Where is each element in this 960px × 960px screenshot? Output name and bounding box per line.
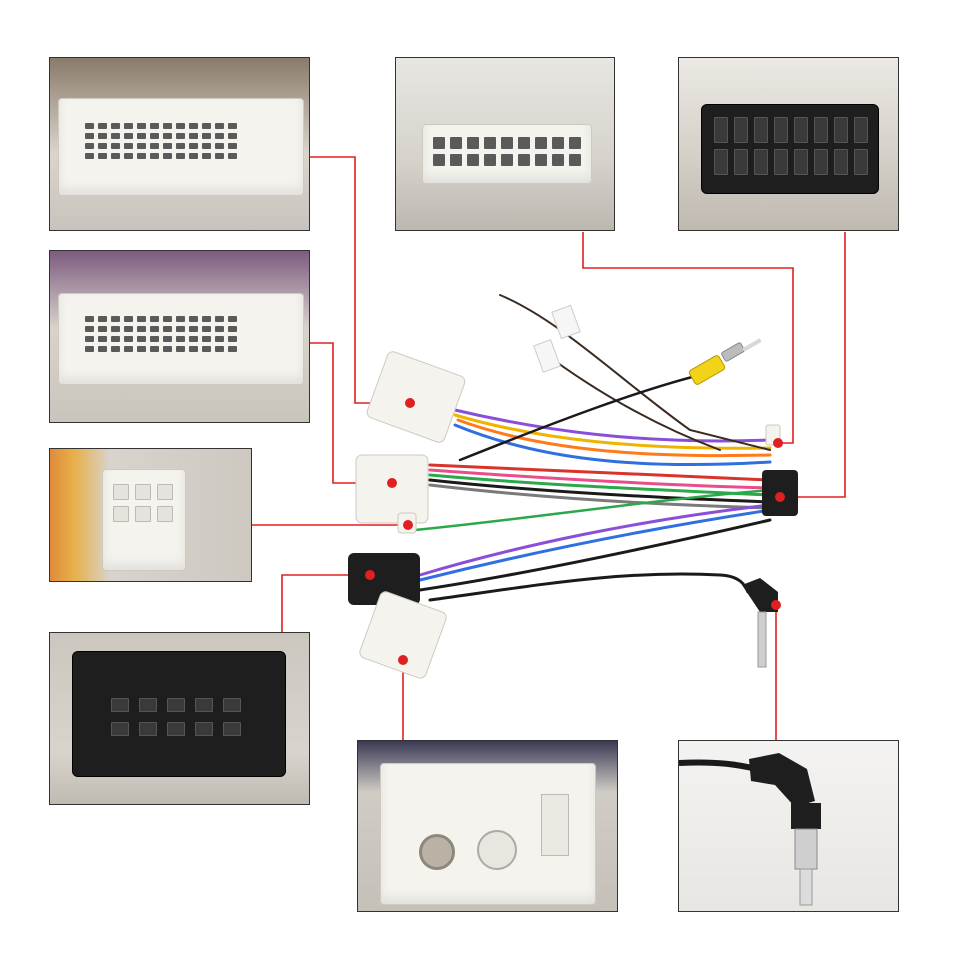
white-small-connector-icon bbox=[102, 469, 186, 571]
photo-white-24pin-connector-mid-left bbox=[49, 250, 310, 423]
black-rectangular-connector-icon bbox=[72, 651, 286, 777]
photo-black-10pin-connector-bottom-left bbox=[49, 632, 310, 805]
coax-socket-icon bbox=[419, 834, 455, 870]
harness-connectors bbox=[348, 351, 798, 679]
photo-black-16pin-connector-top-right bbox=[678, 57, 899, 231]
photo-white-20pin-connector-top-center bbox=[395, 57, 615, 231]
callout-line-top-center bbox=[582, 232, 794, 444]
callout-line-bottom-left bbox=[281, 574, 370, 632]
white-multi-pin-connector-icon bbox=[58, 98, 304, 196]
callout-dots bbox=[365, 398, 785, 665]
photo-white-antenna-adapter-bottom-center bbox=[357, 740, 618, 912]
photo-white-24pin-connector-top-left bbox=[49, 57, 310, 231]
wire-bundle bbox=[413, 294, 772, 602]
white-two-row-connector-icon bbox=[422, 124, 592, 184]
photo-antenna-plug-bottom-right bbox=[678, 740, 899, 912]
round-socket-icon bbox=[477, 830, 517, 870]
wire-tag bbox=[533, 339, 561, 373]
rca-plug bbox=[688, 338, 762, 385]
black-iso-connector-icon bbox=[701, 104, 879, 194]
callout-line-top-right bbox=[780, 232, 846, 498]
white-multi-pin-connector-icon bbox=[58, 293, 304, 385]
latch-slot-icon bbox=[541, 794, 569, 856]
right-angle-antenna-plug-icon bbox=[679, 753, 821, 906]
photo-white-6pin-connector-left bbox=[49, 448, 252, 582]
white-antenna-socket-icon bbox=[380, 763, 596, 905]
wire-tag bbox=[551, 304, 581, 340]
